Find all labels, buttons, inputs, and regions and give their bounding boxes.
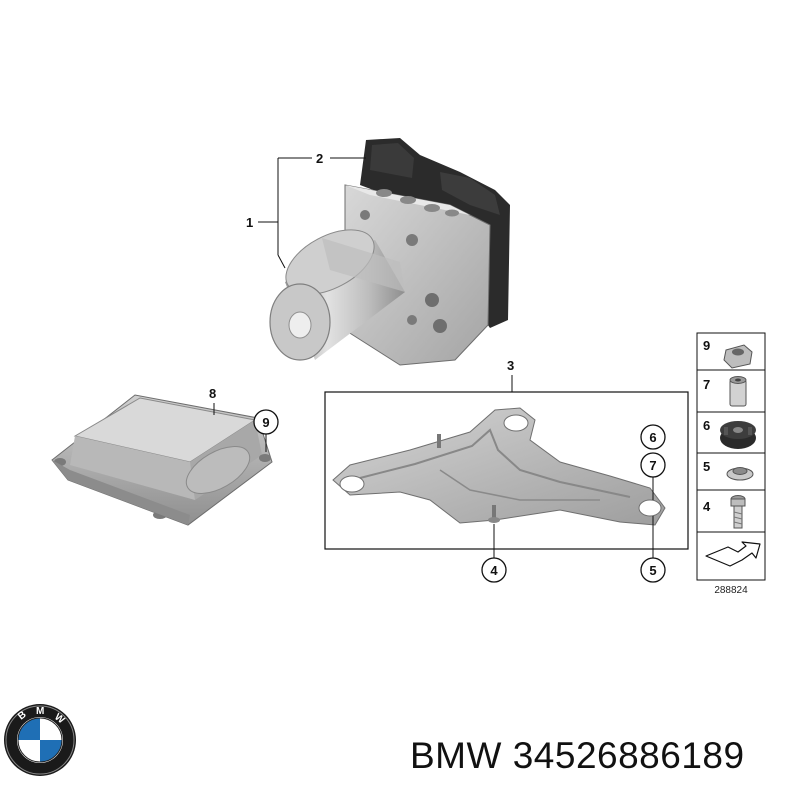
callout-label-1: 1 — [246, 215, 253, 230]
circled-callout-7: 7 — [640, 452, 666, 500]
legend-item-4: 4 — [703, 495, 746, 529]
callout-label-3: 3 — [507, 358, 514, 373]
rubber-mount-icon — [720, 421, 756, 449]
callout-label-8: 8 — [209, 386, 216, 401]
legend-item-5: 5 — [703, 459, 754, 481]
circled-callout-9-module: 9 — [253, 409, 279, 452]
legend-label-4: 4 — [703, 499, 711, 514]
legend-item-6: 6 — [703, 418, 756, 449]
bracket-group — [324, 391, 689, 550]
circled-label-5: 5 — [649, 563, 656, 578]
circled-callout-4: 4 — [481, 524, 507, 583]
part-caption: BMW 34526886189 — [410, 735, 745, 777]
svg-text:M: M — [36, 706, 44, 717]
bracket-frame — [324, 391, 689, 550]
control-module-image — [51, 394, 273, 526]
callout-label-2: 2 — [316, 151, 323, 166]
diagram-code: 288824 — [714, 585, 748, 596]
legend-label-9: 9 — [703, 338, 710, 353]
legend-label-7: 7 — [703, 377, 710, 392]
callout-2: 2 — [316, 151, 366, 166]
abs-hydraulic-unit-image — [269, 138, 510, 366]
circled-callout-5: 5 — [640, 516, 666, 583]
legend-item-9: 9 — [703, 338, 753, 369]
circled-label-7: 7 — [649, 458, 656, 473]
nut-icon — [723, 344, 753, 369]
callout-8: 8 — [209, 386, 216, 415]
circled-label-9: 9 — [262, 415, 269, 430]
sleeve-icon — [729, 376, 747, 407]
legend-label-6: 6 — [703, 418, 710, 433]
circled-callout-6: 6 — [640, 424, 666, 450]
part-number: 34526886189 — [512, 735, 745, 776]
legend-item-7: 7 — [703, 376, 747, 407]
circled-label-4: 4 — [490, 563, 498, 578]
washer-icon — [726, 467, 754, 481]
circled-label-6: 6 — [649, 430, 656, 445]
callout-3: 3 — [507, 358, 514, 392]
brand-name: BMW — [410, 735, 502, 776]
legend-label-5: 5 — [703, 459, 710, 474]
parts-legend: 9 7 6 — [696, 332, 766, 596]
bmw-logo: B M W — [4, 704, 76, 776]
bolt-icon — [730, 495, 746, 529]
direction-arrow-icon — [705, 541, 761, 567]
callout-1: 1 — [246, 157, 312, 269]
